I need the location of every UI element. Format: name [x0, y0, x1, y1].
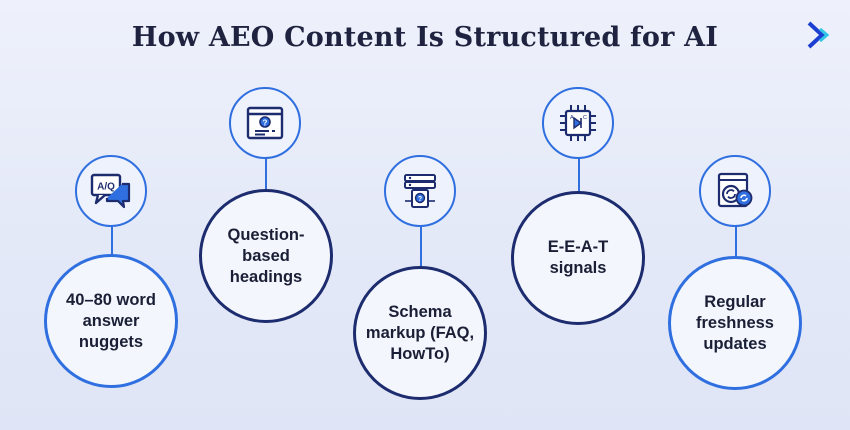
chat-bubbles-icon: A/Q [90, 173, 131, 209]
svg-text:?: ? [263, 118, 268, 127]
item-5-label: Regular freshness updates [696, 292, 774, 353]
item-1-circle: 40–80 word answer nuggets [44, 254, 178, 388]
connector-line [420, 223, 422, 268]
item-4-circle: E-E-A-T signals [511, 191, 645, 325]
svg-text:C: C [583, 115, 587, 121]
svg-text:A/Q: A/Q [97, 182, 115, 193]
schema-server-icon: ? [404, 174, 436, 208]
circuit-chip-icon: A C [560, 105, 596, 141]
refresh-document-icon [717, 172, 753, 208]
item-4-label: E-E-A-T signals [547, 238, 609, 277]
item-5-circle: Regular freshness updates [668, 256, 802, 390]
connector-line [578, 155, 580, 193]
item-3-icon-circle: ? [384, 155, 456, 227]
item-2-label: Question-based headings [227, 225, 305, 286]
item-5-icon-circle [699, 155, 771, 227]
svg-text:A: A [570, 115, 574, 121]
item-1-icon-circle: A/Q [75, 155, 147, 227]
item-3-label: Schema markup (FAQ, HowTo) [365, 302, 475, 363]
item-1-label: 40–80 word answer nuggets [66, 290, 156, 351]
item-2-icon-circle: ? [229, 87, 301, 159]
svg-text:?: ? [418, 196, 422, 203]
page-title: How AEO Content Is Structured for AI [131, 22, 719, 53]
connector-line [111, 222, 113, 256]
item-3-circle: Schema markup (FAQ, HowTo) [353, 266, 487, 400]
browser-question-icon: ? [246, 106, 284, 140]
item-2-circle: Question-based headings [199, 189, 333, 323]
brand-logo-icon [807, 21, 830, 49]
connector-line [735, 222, 737, 258]
item-4-icon-circle: A C [542, 87, 614, 159]
connector-line [265, 155, 267, 191]
